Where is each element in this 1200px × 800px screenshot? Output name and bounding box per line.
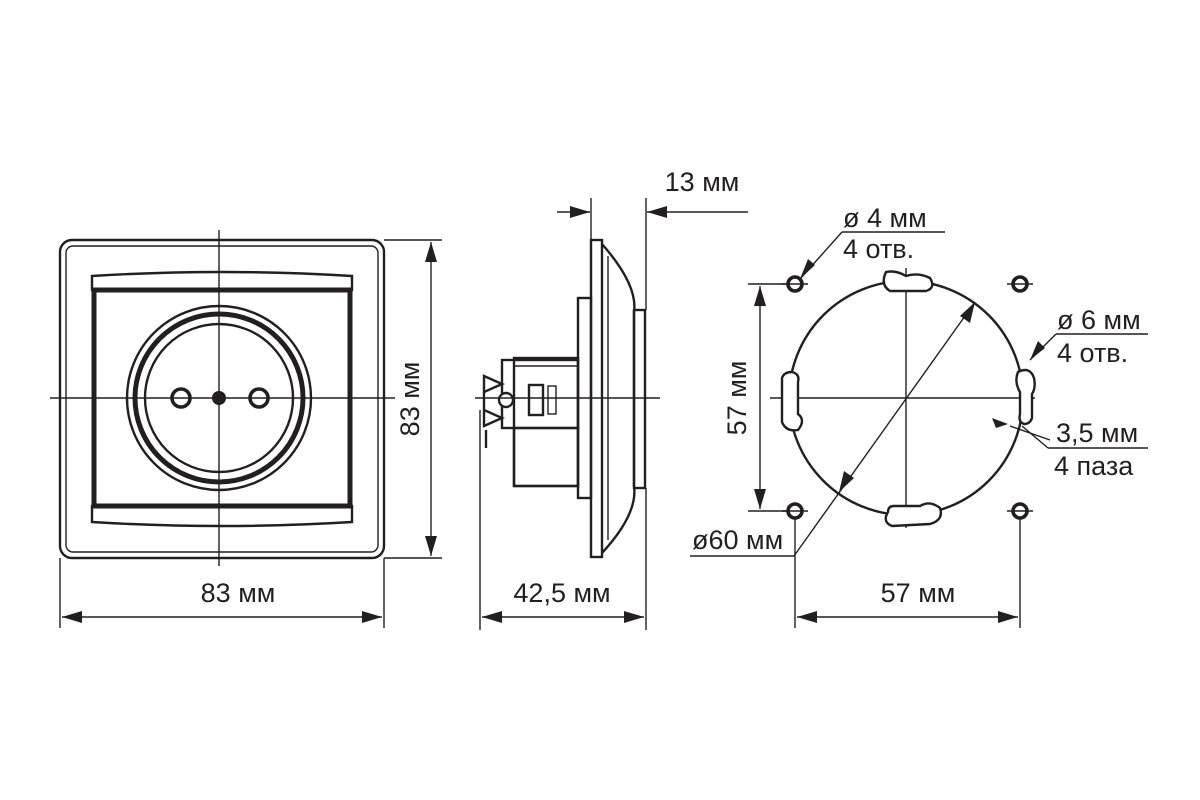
side-plate-arrow-left — [570, 206, 590, 218]
side-body-lower — [512, 426, 580, 488]
side-depth-arrow-right — [624, 611, 644, 623]
back-vertical-spacing-label: 57 мм — [722, 361, 752, 436]
slot-leader-2 — [1021, 425, 1049, 449]
slot-leader-arrow — [992, 418, 1008, 428]
side-clamp-screw — [497, 391, 515, 409]
front-bottom-band — [90, 504, 354, 528]
slot-top — [882, 270, 934, 293]
front-width-arrow-right — [362, 611, 382, 623]
front-frame-inner — [65, 245, 379, 553]
front-height-label: 83 мм — [395, 362, 425, 437]
side-body-block — [512, 356, 580, 488]
side-clamp — [482, 374, 505, 428]
side-depth-arrow-left — [482, 611, 502, 623]
back-view: ø60 мм ø 4 мм 4 отв. ø 6 мм 4 отв. 3,5 м… — [690, 203, 1148, 628]
back-vspace-arrow-bottom — [754, 489, 766, 509]
side-view: 13 мм 42,5 мм — [475, 167, 748, 630]
front-top-band — [90, 270, 354, 292]
small-hole-diameter-label: ø 4 мм — [843, 203, 927, 233]
back-hspace-arrow-right — [998, 611, 1018, 623]
front-frame-outer — [58, 238, 386, 560]
slot-bottom — [884, 502, 943, 528]
front-view: 83 мм 83 мм — [50, 230, 442, 628]
large-hole-count-label: 4 отв. — [1057, 338, 1128, 368]
front-height-arrow-top — [425, 242, 437, 262]
back-diameter-arrow-bottom — [839, 471, 854, 492]
front-width-label: 83 мм — [201, 578, 276, 608]
side-cover-lip — [632, 308, 647, 490]
slot-width-label: 3,5 мм — [1056, 418, 1138, 448]
back-diameter-arrow-top — [960, 302, 975, 323]
slot-left — [780, 370, 804, 432]
small-hole-count-label: 4 отв. — [843, 234, 914, 264]
side-plate-label: 13 мм — [665, 167, 740, 197]
back-diameter-line — [793, 301, 976, 557]
slot-right — [1015, 368, 1036, 426]
front-height-arrow-bottom — [425, 536, 437, 556]
back-horizontal-spacing-label: 57 мм — [881, 578, 956, 608]
side-plate-arrow-right — [647, 206, 667, 218]
front-width-arrow-left — [62, 611, 82, 623]
back-hspace-arrow-left — [797, 611, 817, 623]
back-circle-diameter-label: ø60 мм — [692, 525, 783, 555]
large-hole-leader-arrow — [1030, 341, 1045, 360]
slot-count-label: 4 паза — [1054, 451, 1134, 481]
side-depth-label: 42,5 мм — [513, 578, 610, 608]
side-terminal-slot — [547, 385, 557, 415]
side-terminal-window — [527, 383, 545, 417]
large-hole-diameter-label: ø 6 мм — [1057, 305, 1141, 335]
back-vspace-arrow-top — [754, 286, 766, 306]
small-hole-leader-arrow — [800, 259, 815, 279]
